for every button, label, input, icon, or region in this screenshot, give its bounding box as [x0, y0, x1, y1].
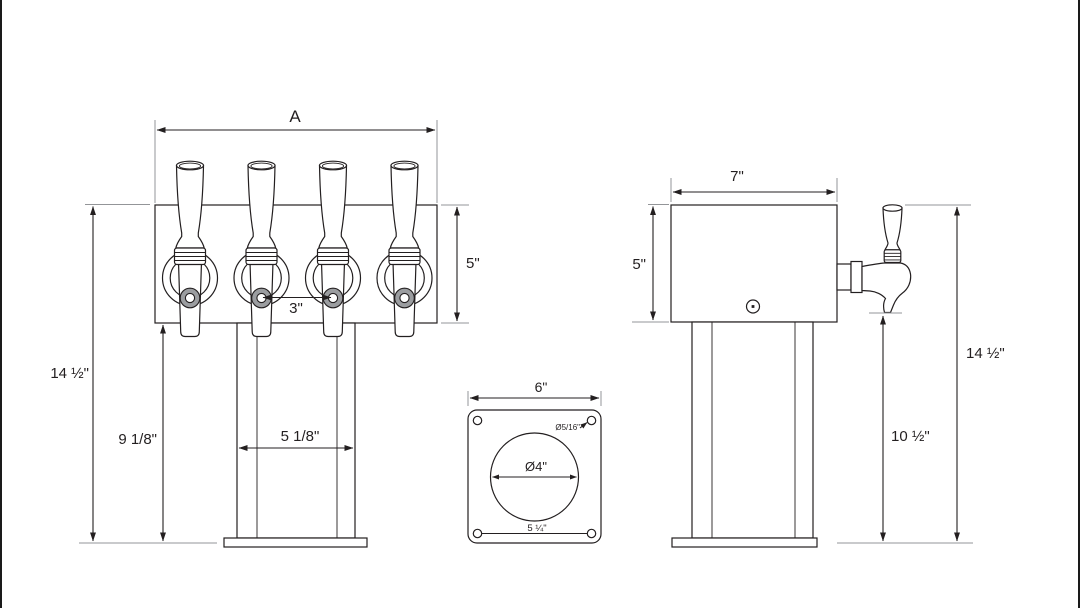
plate-dim-hole-spacing: 5 ¼": [481, 523, 588, 535]
dim-label-front-overall-height: 14 ½": [50, 365, 89, 382]
dim-label-spout-height: 10 ½": [891, 428, 930, 445]
faucet-shank: [836, 263, 852, 291]
frame-edge-right: [1078, 0, 1080, 608]
side-dim-body-depth: 7": [670, 168, 838, 202]
base-plate-detail: 6" Ø4" Ø5/16" 5 ¼": [467, 379, 602, 544]
faucet-handle: [882, 207, 903, 251]
side-base-flange: [671, 537, 818, 548]
plate-dim-center-hole: Ø4": [492, 459, 577, 480]
dim-label-body-depth: 7": [730, 168, 744, 185]
dim-label-faucet-spacing: 3": [289, 300, 303, 317]
dim-label-front-body-height: 5": [466, 255, 480, 272]
frame-edge-left: [0, 0, 2, 608]
faucet-handle-ridges: [883, 249, 902, 264]
mount-hole-bottom-left: [472, 528, 483, 539]
side-screw: [745, 299, 761, 314]
faucet-handle-top: [882, 204, 903, 212]
front-dim-overall-height: 14 ½": [50, 204, 217, 544]
side-view: [670, 204, 912, 548]
faucet-body: [861, 262, 912, 314]
side-dim-body-height: 5": [632, 204, 669, 323]
mount-hole-top-right: [586, 415, 597, 426]
front-view: [154, 160, 438, 548]
side-column: [691, 321, 814, 539]
dim-label-overall-width: A: [289, 107, 301, 126]
front-dim-column-width: 5 1/8": [238, 428, 354, 451]
dim-label-column-width: 5 1/8": [281, 428, 320, 445]
dim-label-column-height: 9 1/8": [118, 431, 157, 448]
dim-label-side-overall-height: 14 ½": [966, 345, 1005, 362]
front-column: [236, 322, 356, 539]
side-dim-spout-height: 10 ½": [869, 312, 930, 542]
front-dim-column-height: 9 1/8": [118, 324, 166, 542]
dim-label-side-body-height: 5": [632, 256, 646, 273]
plate-dim-mount-hole: Ø5/16": [555, 422, 588, 432]
side-dim-overall-height: 14 ½": [837, 204, 1005, 544]
dim-label-center-hole: Ø4": [525, 459, 547, 474]
dim-label-hole-spacing: 5 ¼": [527, 523, 546, 534]
dim-label-plate-width: 6": [535, 379, 548, 395]
side-faucet: [836, 204, 912, 314]
dim-label-mount-hole: Ø5/16": [555, 423, 580, 432]
plate-dim-width: 6": [467, 379, 602, 406]
front-dim-overall-width: A: [154, 107, 438, 203]
mount-hole-top-left: [472, 415, 483, 426]
front-base-flange: [223, 537, 368, 548]
faucet-collar: [850, 260, 863, 294]
mount-hole-bottom-right: [586, 528, 597, 539]
front-dim-faucet-spacing: 3": [262, 294, 332, 317]
front-dim-body-height: 5": [441, 204, 480, 324]
